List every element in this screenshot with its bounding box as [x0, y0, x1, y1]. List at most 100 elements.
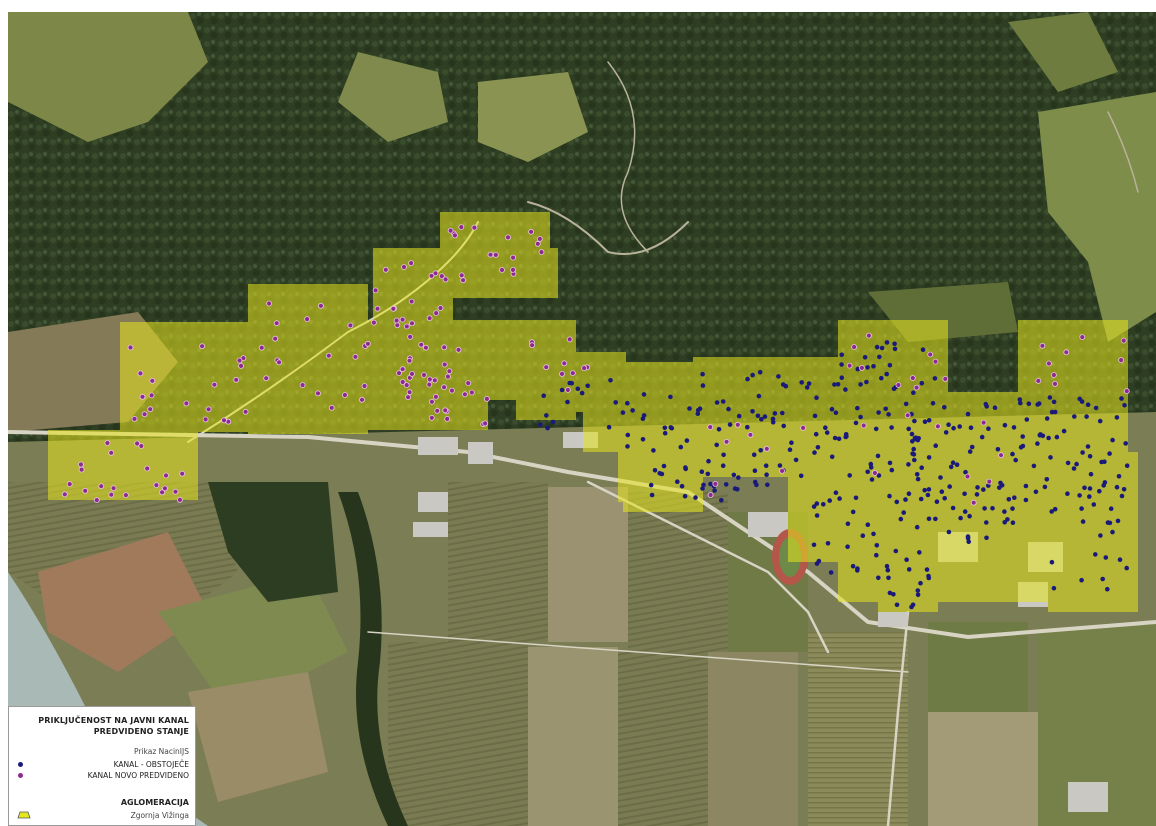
new-point[interactable]: [441, 361, 448, 368]
existing-point[interactable]: [1116, 474, 1122, 479]
new-point[interactable]: [428, 272, 435, 279]
agglomeration-overlay[interactable]: [48, 212, 1138, 612]
existing-point[interactable]: [933, 516, 938, 522]
existing-point[interactable]: [727, 422, 733, 427]
new-point[interactable]: [176, 496, 183, 503]
new-point[interactable]: [361, 383, 368, 389]
existing-point[interactable]: [701, 482, 706, 488]
existing-point[interactable]: [736, 413, 742, 419]
existing-point[interactable]: [828, 570, 834, 575]
existing-point[interactable]: [883, 406, 888, 412]
existing-point[interactable]: [948, 464, 954, 470]
new-point[interactable]: [139, 393, 146, 400]
new-point[interactable]: [998, 452, 1004, 459]
existing-point[interactable]: [915, 588, 921, 593]
new-point[interactable]: [451, 232, 458, 239]
existing-point[interactable]: [657, 471, 662, 476]
existing-point[interactable]: [981, 487, 986, 492]
existing-point[interactable]: [1124, 565, 1129, 571]
existing-point[interactable]: [1087, 494, 1092, 499]
new-point[interactable]: [359, 396, 365, 403]
existing-point[interactable]: [1018, 445, 1024, 450]
new-point[interactable]: [510, 254, 517, 261]
existing-point[interactable]: [606, 424, 612, 430]
existing-point[interactable]: [814, 513, 820, 518]
existing-point[interactable]: [876, 473, 882, 478]
existing-point[interactable]: [837, 496, 842, 501]
existing-point[interactable]: [759, 417, 764, 422]
existing-point[interactable]: [939, 489, 945, 495]
new-point[interactable]: [66, 481, 73, 488]
existing-point[interactable]: [781, 423, 786, 429]
new-point[interactable]: [534, 240, 541, 247]
existing-point[interactable]: [755, 413, 761, 419]
existing-point[interactable]: [845, 521, 851, 527]
new-point[interactable]: [569, 370, 576, 377]
existing-point[interactable]: [804, 385, 810, 390]
existing-point[interactable]: [1121, 487, 1127, 492]
existing-point[interactable]: [903, 497, 908, 502]
existing-point[interactable]: [783, 383, 789, 389]
existing-point[interactable]: [909, 431, 915, 437]
existing-point[interactable]: [868, 461, 874, 467]
existing-point[interactable]: [943, 430, 949, 435]
new-point[interactable]: [723, 438, 730, 445]
existing-point[interactable]: [1088, 471, 1094, 477]
new-point[interactable]: [104, 440, 111, 446]
new-point[interactable]: [422, 344, 429, 351]
existing-point[interactable]: [608, 378, 613, 383]
existing-point[interactable]: [1079, 577, 1084, 583]
existing-point[interactable]: [720, 399, 726, 404]
existing-point[interactable]: [957, 424, 962, 429]
new-point[interactable]: [935, 423, 941, 430]
existing-point[interactable]: [1065, 460, 1071, 466]
new-point[interactable]: [236, 357, 243, 364]
existing-point[interactable]: [1085, 444, 1091, 449]
new-point[interactable]: [433, 310, 440, 317]
new-point[interactable]: [211, 381, 218, 388]
new-point[interactable]: [779, 467, 785, 474]
existing-point[interactable]: [845, 544, 850, 549]
existing-point[interactable]: [678, 444, 684, 450]
new-point[interactable]: [434, 407, 441, 414]
new-point[interactable]: [108, 491, 115, 498]
existing-point[interactable]: [706, 458, 711, 464]
new-point[interactable]: [352, 353, 359, 360]
existing-point[interactable]: [884, 371, 889, 377]
new-point[interactable]: [149, 377, 156, 384]
existing-point[interactable]: [799, 380, 804, 385]
existing-point[interactable]: [719, 498, 724, 503]
new-point[interactable]: [1120, 337, 1127, 344]
new-point[interactable]: [347, 322, 354, 329]
existing-point[interactable]: [904, 557, 909, 562]
existing-point[interactable]: [986, 426, 991, 432]
new-point[interactable]: [859, 364, 865, 371]
existing-point[interactable]: [918, 496, 924, 502]
existing-point[interactable]: [926, 455, 932, 460]
new-point[interactable]: [141, 411, 148, 418]
existing-point[interactable]: [798, 473, 804, 479]
existing-point[interactable]: [1044, 477, 1050, 482]
existing-point[interactable]: [1117, 557, 1123, 562]
new-point[interactable]: [138, 443, 145, 449]
existing-point[interactable]: [821, 502, 826, 507]
existing-point[interactable]: [772, 411, 778, 416]
new-point[interactable]: [1063, 349, 1070, 356]
existing-point[interactable]: [662, 425, 668, 431]
existing-point[interactable]: [850, 509, 856, 515]
existing-point[interactable]: [1047, 395, 1053, 400]
existing-point[interactable]: [922, 419, 928, 425]
existing-point[interactable]: [668, 425, 674, 430]
existing-point[interactable]: [776, 374, 781, 379]
existing-point[interactable]: [695, 411, 701, 417]
existing-point[interactable]: [963, 469, 968, 475]
new-point[interactable]: [406, 357, 413, 364]
existing-point[interactable]: [903, 401, 909, 407]
existing-point[interactable]: [965, 411, 971, 417]
new-point[interactable]: [372, 287, 379, 294]
new-point[interactable]: [866, 332, 872, 339]
new-point[interactable]: [970, 499, 977, 506]
existing-point[interactable]: [862, 355, 868, 360]
existing-point[interactable]: [1052, 506, 1058, 512]
existing-point[interactable]: [1071, 466, 1077, 471]
